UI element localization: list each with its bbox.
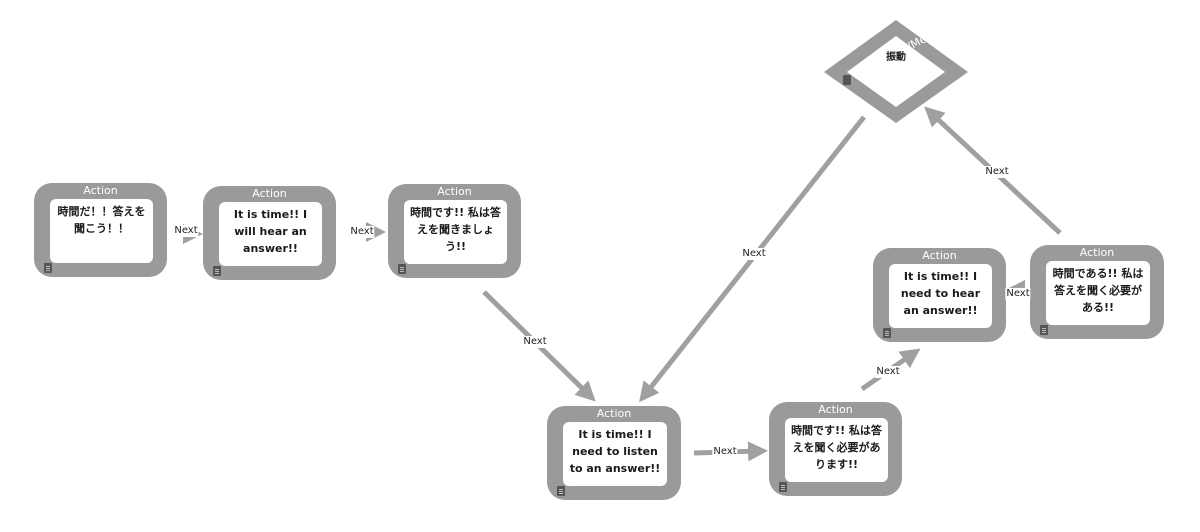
node-text: It is time!! I need to listen to an answ…	[569, 428, 661, 475]
document-icon	[883, 328, 891, 338]
action-node-6[interactable]: Action It is time!! I need to hear an an…	[873, 248, 1006, 342]
node-text: 時間です!! 私は答えを聞きましょう!!	[410, 206, 501, 253]
edge-label-n5-n6: Next	[875, 366, 901, 378]
edge-label-n1-n2: Next	[173, 225, 199, 237]
node-body: It is time!! I will hear an answer!!	[219, 202, 322, 266]
node-body: 時間です!! 私は答えを聞く必要があります!!	[785, 418, 888, 482]
node-type-label: Action	[1079, 246, 1115, 259]
node-body: 時間です!! 私は答えを聞きましょう!!	[404, 200, 507, 264]
document-icon	[398, 264, 406, 274]
node-body: 時間である!! 私は答えを聞く必要がある!!	[1046, 261, 1150, 325]
edge-label-n7-n6: Next	[1005, 288, 1031, 300]
node-type-label: Action	[922, 249, 957, 262]
edge-label-n3-n4: Next	[522, 336, 548, 348]
node-type-label: Action	[83, 184, 118, 197]
action-node-1[interactable]: Action 時間だ！！答えを聞こう！！	[34, 183, 167, 277]
document-icon	[1040, 325, 1048, 335]
edge-label-n4-n5: Next	[712, 446, 738, 458]
document-icon	[213, 266, 221, 276]
node-type-label: Action	[596, 407, 632, 420]
decision-text: 振動	[886, 52, 906, 63]
node-body: It is time!! I need to listen to an answ…	[563, 422, 667, 486]
action-node-7[interactable]: Action 時間である!! 私は答えを聞く必要がある!!	[1030, 245, 1164, 339]
document-icon	[44, 263, 52, 273]
node-type-label: Action	[437, 185, 472, 198]
node-text: 時間である!! 私は答えを聞く必要がある!!	[1052, 267, 1144, 314]
node-body: 時間だ！！答えを聞こう！！	[50, 199, 153, 263]
node-type-label: Action	[252, 187, 287, 200]
node-text: It is time!! I will hear an answer!!	[233, 208, 308, 255]
node-text: 時間だ！！答えを聞こう！！	[57, 205, 146, 235]
action-node-4[interactable]: Action It is time!! I need to listen to …	[547, 406, 681, 500]
edge-label-n2-n3: Next	[349, 226, 375, 238]
node-text: 時間です!! 私は答えを聞く必要があります!!	[791, 424, 882, 471]
node-text: It is time!! I need to hear an answer!!	[900, 270, 981, 317]
action-node-5[interactable]: Action 時間です!! 私は答えを聞く必要があります!!	[769, 402, 902, 496]
decision-diamond-inner	[847, 36, 945, 107]
edge-label-n7-decision: Next	[984, 166, 1010, 178]
action-node-2[interactable]: Action It is time!! I will hear an answe…	[203, 186, 336, 280]
document-icon	[557, 486, 565, 496]
node-type-label: Action	[818, 403, 853, 416]
document-icon	[779, 482, 787, 492]
edge-label-decision-n4: Next	[741, 248, 767, 260]
document-icon	[843, 75, 851, 85]
action-node-3[interactable]: Action 時間です!! 私は答えを聞きましょう!!	[388, 184, 521, 278]
node-body: It is time!! I need to hear an answer!!	[889, 264, 992, 328]
